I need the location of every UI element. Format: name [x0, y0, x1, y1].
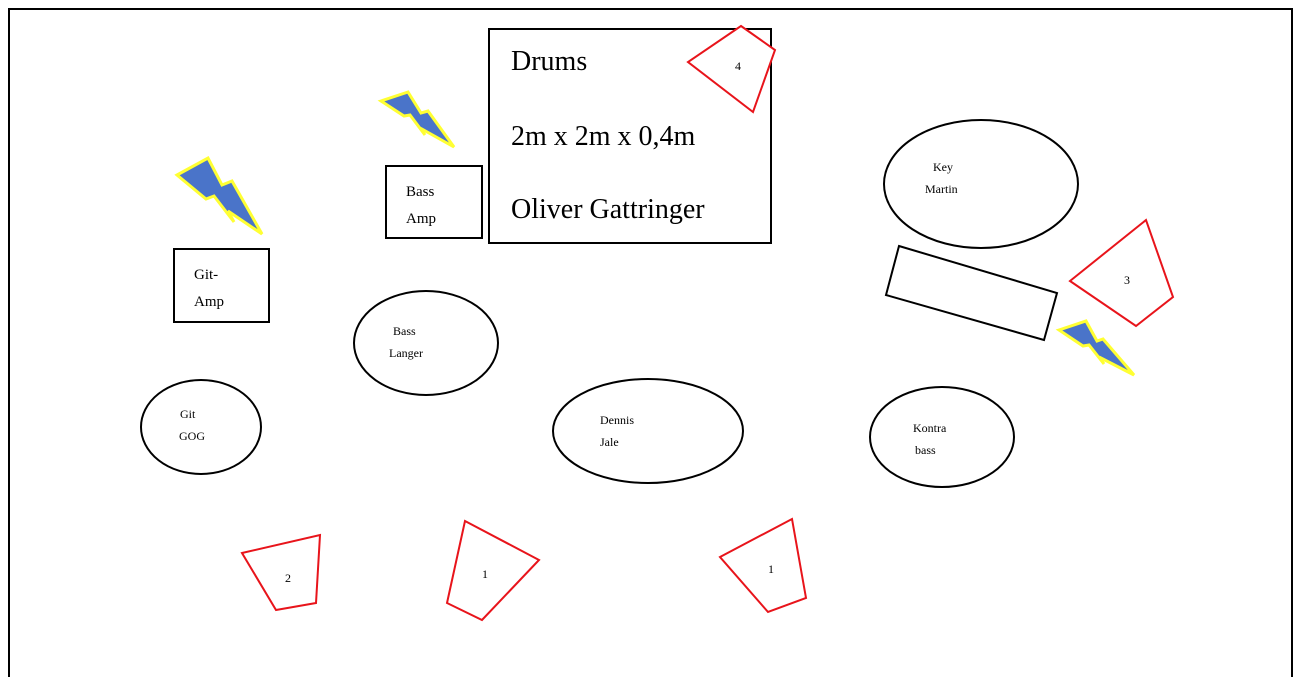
musician-dennis: Dennis Jale — [552, 378, 744, 484]
musician-key-label-1: Key — [933, 160, 953, 174]
monitor-wedge-icon — [240, 533, 322, 612]
monitor-2-label: 2 — [285, 571, 291, 585]
musician-git-ellipse — [140, 379, 262, 475]
musician-git: Git GOG — [140, 379, 262, 475]
monitor-4: 4 — [686, 24, 777, 114]
plan-border — [8, 8, 1293, 677]
musician-kontrabass-label-2: bass — [915, 443, 936, 457]
drums-title: Drums — [511, 46, 587, 77]
git-amp-box — [173, 248, 270, 323]
git-amp-label-1: Git- — [194, 267, 218, 283]
monitor-wedge-icon — [686, 24, 777, 114]
monitor-wedge-icon — [718, 517, 808, 614]
musician-git-label-2: GOG — [179, 429, 205, 443]
musician-kontrabass-label-1: Kontra — [913, 421, 947, 435]
monitor-wedge-icon — [1068, 218, 1175, 328]
musician-kontrabass: Kontra bass — [869, 386, 1015, 488]
monitor-1a: 1 — [445, 519, 541, 622]
monitor-3: 3 — [1068, 218, 1175, 328]
monitor-1b: 1 — [718, 517, 808, 614]
monitor-2: 2 — [240, 533, 322, 612]
bass-amp-box — [385, 165, 483, 239]
monitor-wedge-icon — [445, 519, 541, 622]
musician-bass-ellipse — [353, 290, 499, 396]
monitor-1b-label: 1 — [768, 562, 774, 576]
keyboard-rectangle — [884, 244, 1059, 342]
drums-size: 2m x 2m x 0,4m — [511, 121, 696, 152]
git-amp: Git- Amp — [173, 248, 270, 323]
monitor-1a-label: 1 — [482, 567, 488, 581]
musician-key-ellipse — [883, 119, 1079, 249]
musician-dennis-ellipse — [552, 378, 744, 484]
musician-dennis-label-1: Dennis — [600, 413, 634, 427]
git-amp-label-2: Amp — [194, 294, 224, 310]
bass-amp-label-1: Bass — [406, 184, 435, 200]
musician-key: Key Martin — [883, 119, 1079, 249]
musician-bass-label-2: Langer — [389, 346, 423, 360]
musician-dennis-label-2: Jale — [600, 435, 619, 449]
power-bolt-icon — [377, 90, 456, 149]
musician-bass-label-1: Bass — [393, 324, 416, 338]
drums-player: Oliver Gattringer — [511, 194, 705, 225]
musician-kontrabass-ellipse — [869, 386, 1015, 488]
monitor-4-label: 4 — [735, 59, 741, 73]
bass-amp: Bass Amp — [385, 165, 483, 239]
musician-git-label-1: Git — [180, 407, 196, 421]
monitor-3-label: 3 — [1124, 273, 1130, 287]
musician-bass: Bass Langer — [353, 290, 499, 396]
power-bolt-icon — [174, 155, 264, 236]
musician-key-label-2: Martin — [925, 182, 958, 196]
power-bolt-icon — [1055, 319, 1136, 377]
bass-amp-label-2: Amp — [406, 211, 436, 227]
